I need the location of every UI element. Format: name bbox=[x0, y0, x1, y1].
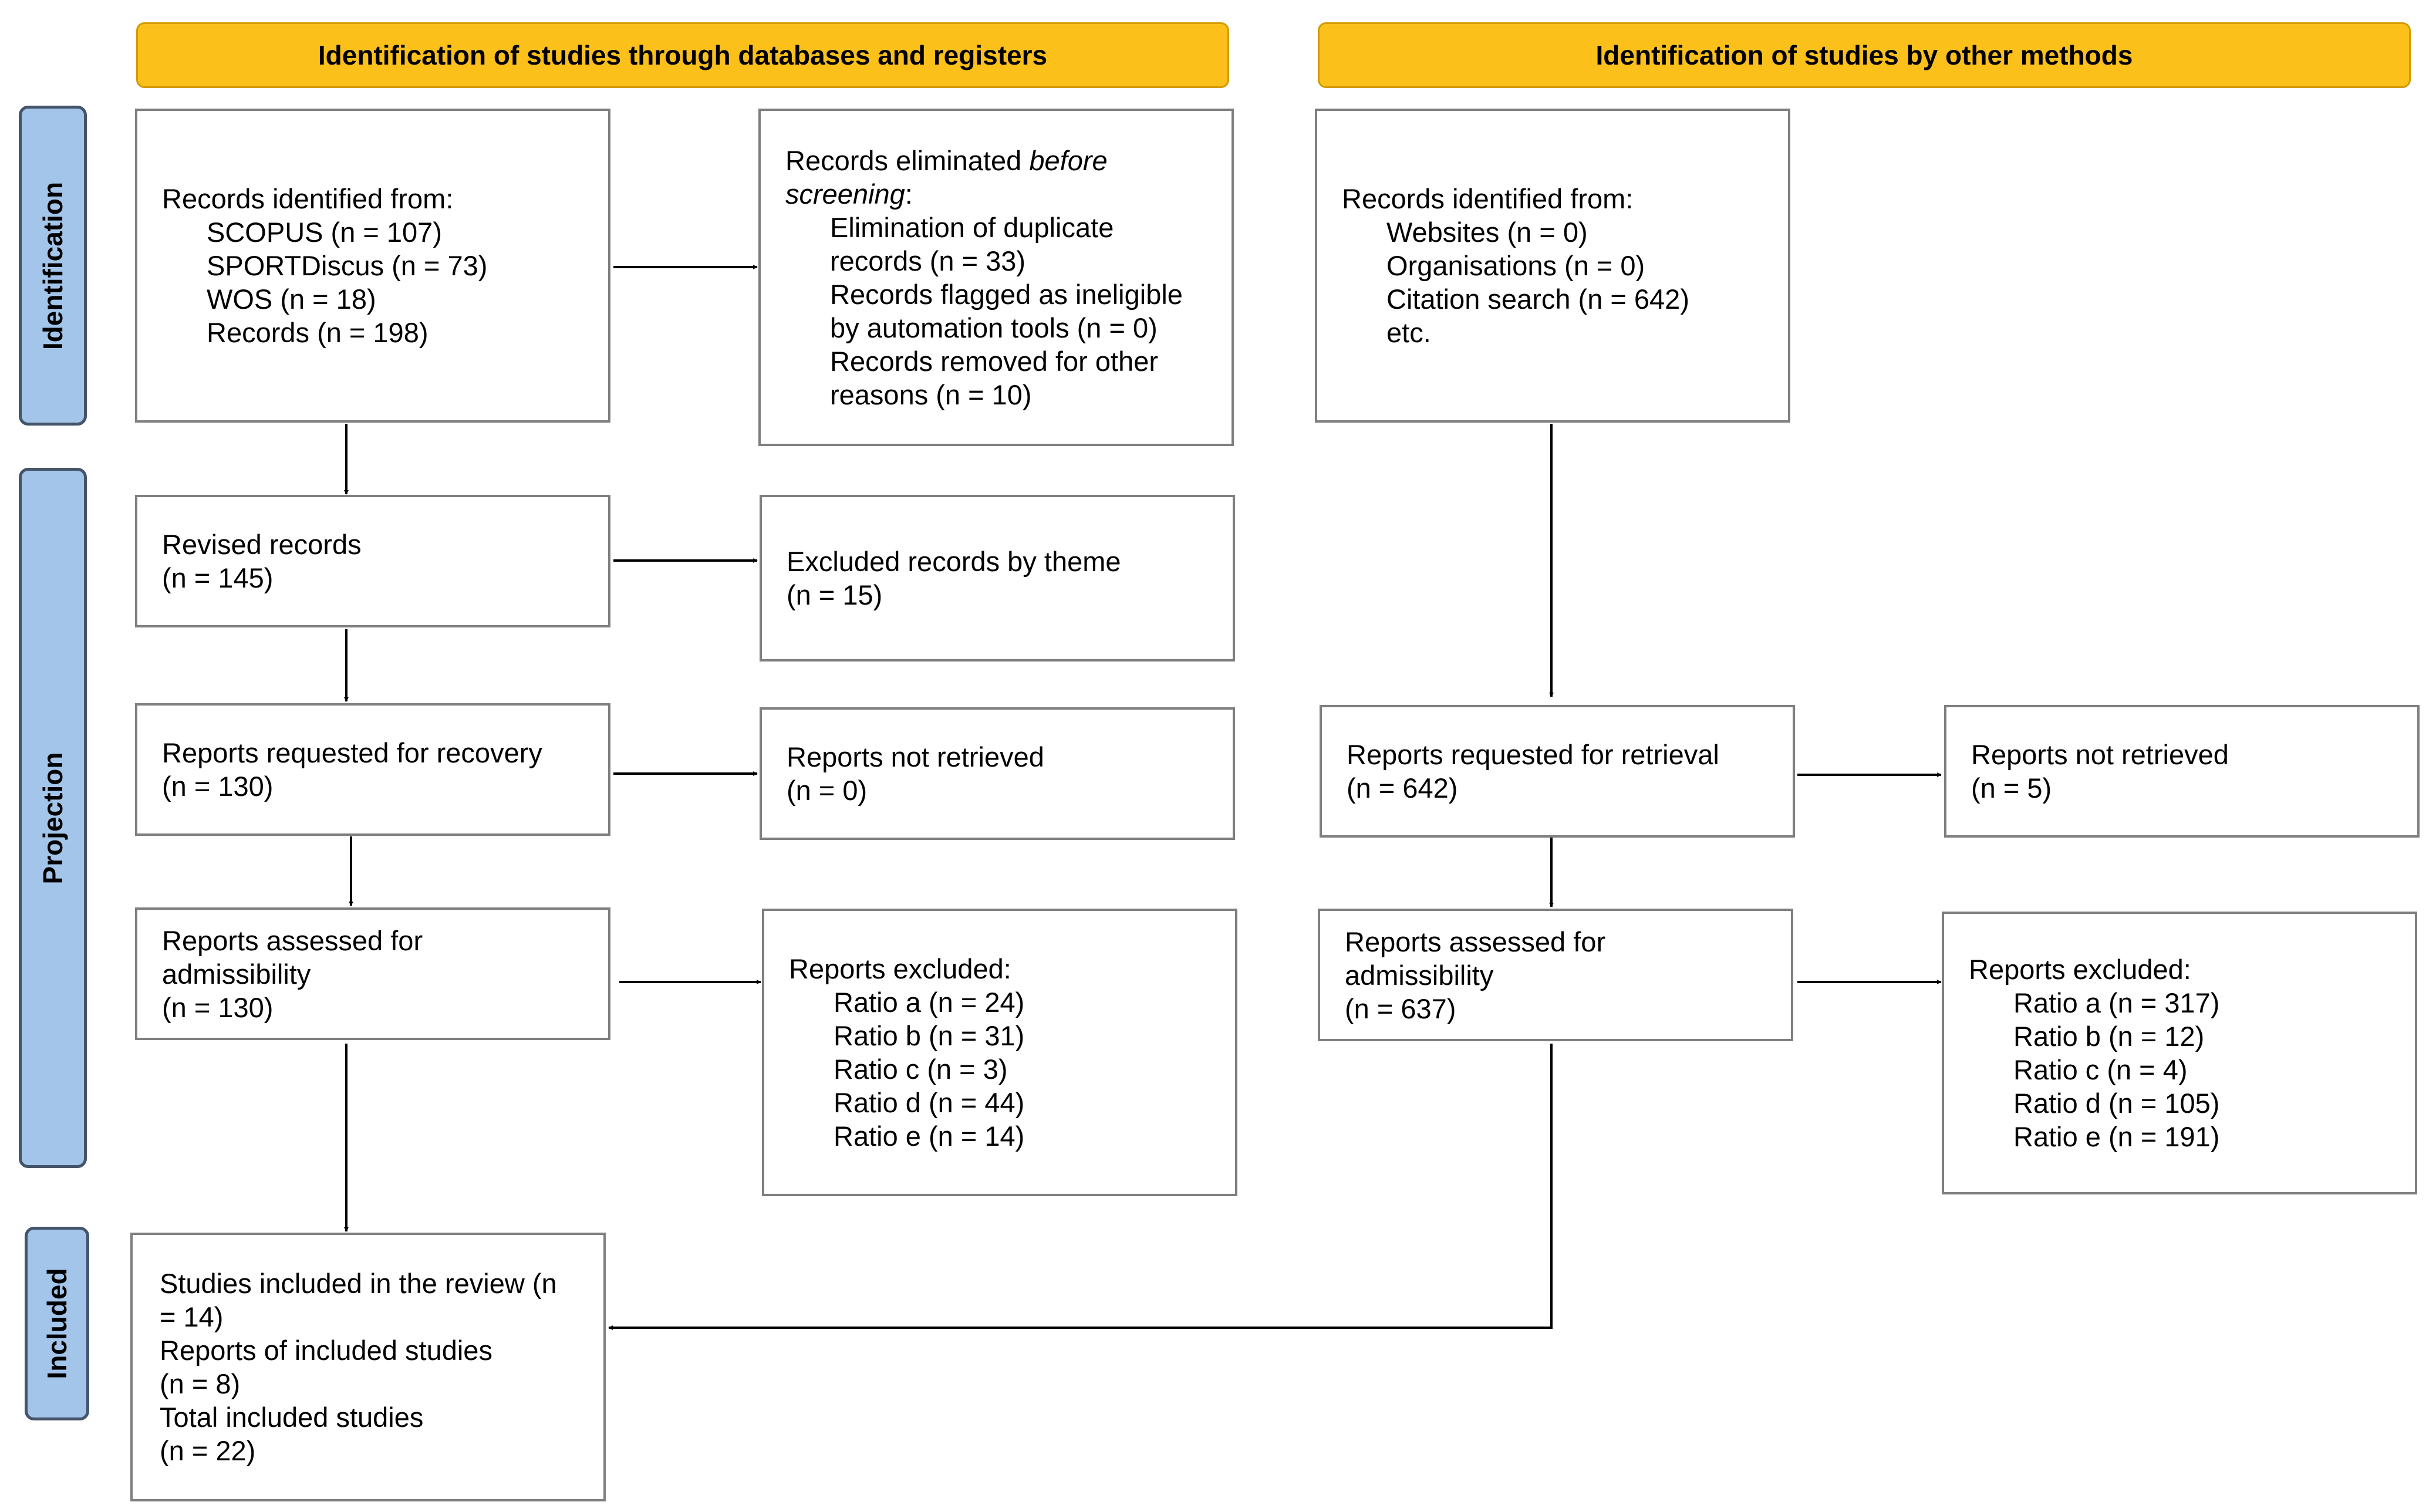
eliminated-item: by automation tools (n = 0) bbox=[830, 312, 1158, 343]
requested-retrieval-other-count: (n = 642) bbox=[1347, 772, 1458, 804]
source-citation-search: Citation search (n = 642) bbox=[1386, 284, 1689, 315]
box-records-identified-db: Records identified from: SCOPUS (n = 107… bbox=[135, 109, 610, 423]
excluded-theme-count: (n = 15) bbox=[787, 579, 883, 610]
stage-projection: Projection bbox=[19, 468, 87, 1168]
requested-retrieval-other-label: Reports requested for retrieval bbox=[1347, 739, 1719, 770]
records-eliminated-title-2: screening: bbox=[785, 177, 1217, 211]
source-organisations: Organisations (n = 0) bbox=[1386, 250, 1645, 281]
box-not-retrieved-other: Reports not retrieved (n = 5) bbox=[1944, 705, 2420, 838]
box-not-retrieved-db: Reports not retrieved (n = 0) bbox=[760, 707, 1235, 840]
eliminated-item: Records flagged as ineligible bbox=[830, 278, 1183, 310]
revised-records-count: (n = 145) bbox=[162, 562, 274, 593]
excluded-db-ratio-a: Ratio a (n = 24) bbox=[834, 987, 1025, 1018]
records-identified-db-title: Records identified from: bbox=[162, 183, 454, 214]
eliminated-title-before: before bbox=[1029, 144, 1108, 176]
stage-identification-label: Identification bbox=[38, 181, 68, 350]
excluded-theme-label: Excluded records by theme bbox=[787, 546, 1121, 577]
stage-identification: Identification bbox=[19, 106, 87, 426]
eliminated-title-suffix: : bbox=[905, 178, 913, 210]
excluded-other-ratio-a: Ratio a (n = 317) bbox=[2013, 987, 2220, 1018]
box-records-identified-other: Records identified from: Websites (n = 0… bbox=[1315, 109, 1790, 423]
stage-projection-label: Projection bbox=[38, 752, 68, 884]
excluded-other-title: Reports excluded: bbox=[1969, 954, 2191, 985]
not-retrieved-other-label: Reports not retrieved bbox=[1971, 739, 2229, 770]
excluded-other-ratio-c: Ratio c (n = 4) bbox=[2013, 1054, 2188, 1085]
assessed-other-label-2: admissibility bbox=[1345, 959, 1494, 991]
not-retrieved-db-count: (n = 0) bbox=[787, 775, 868, 806]
header-other-label: Identification of studies by other metho… bbox=[1595, 40, 2133, 70]
stage-included-label: Included bbox=[42, 1268, 72, 1379]
source-etc: etc. bbox=[1386, 317, 1431, 348]
box-studies-included: Studies included in the review (n = 14) … bbox=[130, 1233, 606, 1501]
source-sportdiscus: SPORTDiscus (n = 73) bbox=[207, 250, 488, 281]
included-total-count: (n = 22) bbox=[160, 1435, 256, 1466]
not-retrieved-other-count: (n = 5) bbox=[1971, 772, 2052, 804]
source-wos: WOS (n = 18) bbox=[207, 284, 376, 315]
box-reports-assessed-db: Reports assessed for admissibility (n = … bbox=[135, 907, 610, 1040]
included-studies-label: Studies included in the review (n bbox=[160, 1268, 557, 1299]
arrow-other-assessed-to-included bbox=[608, 1044, 1553, 1330]
header-other-methods: Identification of studies by other metho… bbox=[1318, 22, 2411, 88]
eliminated-item: records (n = 33) bbox=[830, 245, 1026, 276]
requested-recovery-label: Reports requested for recovery bbox=[162, 737, 542, 768]
source-records: Records (n = 198) bbox=[207, 317, 429, 348]
included-studies-count: = 14) bbox=[160, 1301, 224, 1332]
box-reports-excluded-other: Reports excluded: Ratio a (n = 317) Rati… bbox=[1942, 912, 2417, 1194]
included-reports-label: Reports of included studies bbox=[160, 1335, 492, 1366]
box-records-eliminated: Records eliminated before screening: Eli… bbox=[758, 109, 1234, 446]
box-reports-requested-recovery: Reports requested for recovery (n = 130) bbox=[135, 703, 610, 836]
excluded-other-ratio-d: Ratio d (n = 105) bbox=[2013, 1088, 2220, 1119]
excluded-db-ratio-b: Ratio b (n = 31) bbox=[834, 1020, 1025, 1051]
box-reports-excluded-db: Reports excluded: Ratio a (n = 24) Ratio… bbox=[762, 909, 1237, 1196]
assessed-db-label-2: admissibility bbox=[162, 958, 311, 990]
excluded-db-title: Reports excluded: bbox=[789, 953, 1011, 984]
eliminated-title-prefix: Records eliminated bbox=[785, 144, 1030, 176]
excluded-other-ratio-e: Ratio e (n = 191) bbox=[2013, 1121, 2220, 1152]
header-databases: Identification of studies through databa… bbox=[136, 22, 1229, 88]
requested-recovery-count: (n = 130) bbox=[162, 771, 274, 802]
records-eliminated-title: Records eliminated before bbox=[785, 144, 1217, 177]
eliminated-title-screening: screening bbox=[785, 178, 905, 210]
eliminated-item: Elimination of duplicate bbox=[830, 211, 1114, 243]
assessed-db-count: (n = 130) bbox=[162, 991, 274, 1023]
eliminated-item: Records removed for other bbox=[830, 345, 1159, 377]
source-websites: Websites (n = 0) bbox=[1386, 217, 1588, 248]
excluded-other-ratio-b: Ratio b (n = 12) bbox=[2013, 1021, 2205, 1052]
excluded-db-ratio-d: Ratio d (n = 44) bbox=[834, 1087, 1025, 1118]
records-identified-other-title: Records identified from: bbox=[1342, 183, 1634, 214]
excluded-db-ratio-e: Ratio e (n = 14) bbox=[834, 1120, 1025, 1152]
box-reports-assessed-other: Reports assessed for admissibility (n = … bbox=[1318, 909, 1793, 1041]
included-total-label: Total included studies bbox=[160, 1402, 424, 1433]
assessed-db-label: Reports assessed for bbox=[162, 924, 423, 956]
header-databases-label: Identification of studies through databa… bbox=[318, 40, 1048, 70]
stage-included: Included bbox=[25, 1227, 89, 1420]
excluded-db-ratio-c: Ratio c (n = 3) bbox=[834, 1054, 1008, 1085]
revised-records-label: Revised records bbox=[162, 529, 362, 560]
box-revised-records: Revised records (n = 145) bbox=[135, 495, 610, 627]
included-reports-count: (n = 8) bbox=[160, 1368, 241, 1399]
box-excluded-theme: Excluded records by theme (n = 15) bbox=[760, 495, 1235, 662]
source-scopus: SCOPUS (n = 107) bbox=[207, 217, 442, 248]
not-retrieved-db-label: Reports not retrieved bbox=[787, 741, 1044, 772]
eliminated-item: reasons (n = 10) bbox=[830, 379, 1032, 410]
assessed-other-label: Reports assessed for bbox=[1345, 926, 1606, 957]
box-reports-requested-retrieval-other: Reports requested for retrieval (n = 642… bbox=[1320, 705, 1795, 838]
assessed-other-count: (n = 637) bbox=[1345, 993, 1456, 1024]
